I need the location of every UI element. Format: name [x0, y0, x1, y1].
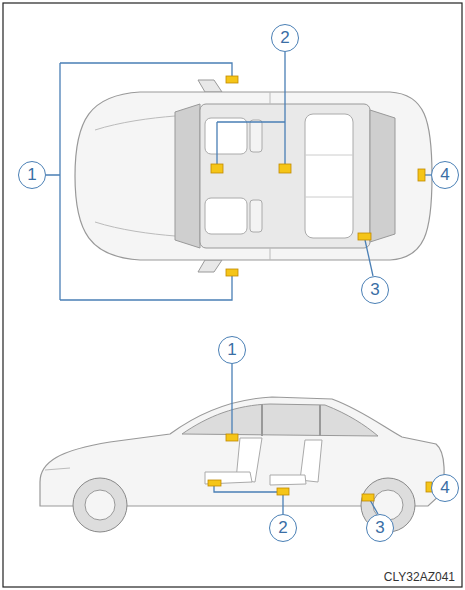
figure-code: CLY32AZ041 — [384, 570, 455, 584]
callout-number: 4 — [431, 161, 459, 189]
sensor-marks — [208, 76, 432, 501]
callout-number: 4 — [431, 474, 459, 502]
car-top-view — [75, 80, 432, 272]
callout-number: 3 — [366, 514, 394, 542]
callout-number: 1 — [18, 161, 46, 189]
callout-number: 3 — [361, 276, 389, 304]
callout-number: 2 — [269, 514, 297, 542]
car-side-view — [40, 397, 444, 532]
callout-number: 2 — [271, 24, 299, 52]
callout-number: 1 — [218, 336, 246, 364]
leader-lines — [46, 52, 437, 514]
